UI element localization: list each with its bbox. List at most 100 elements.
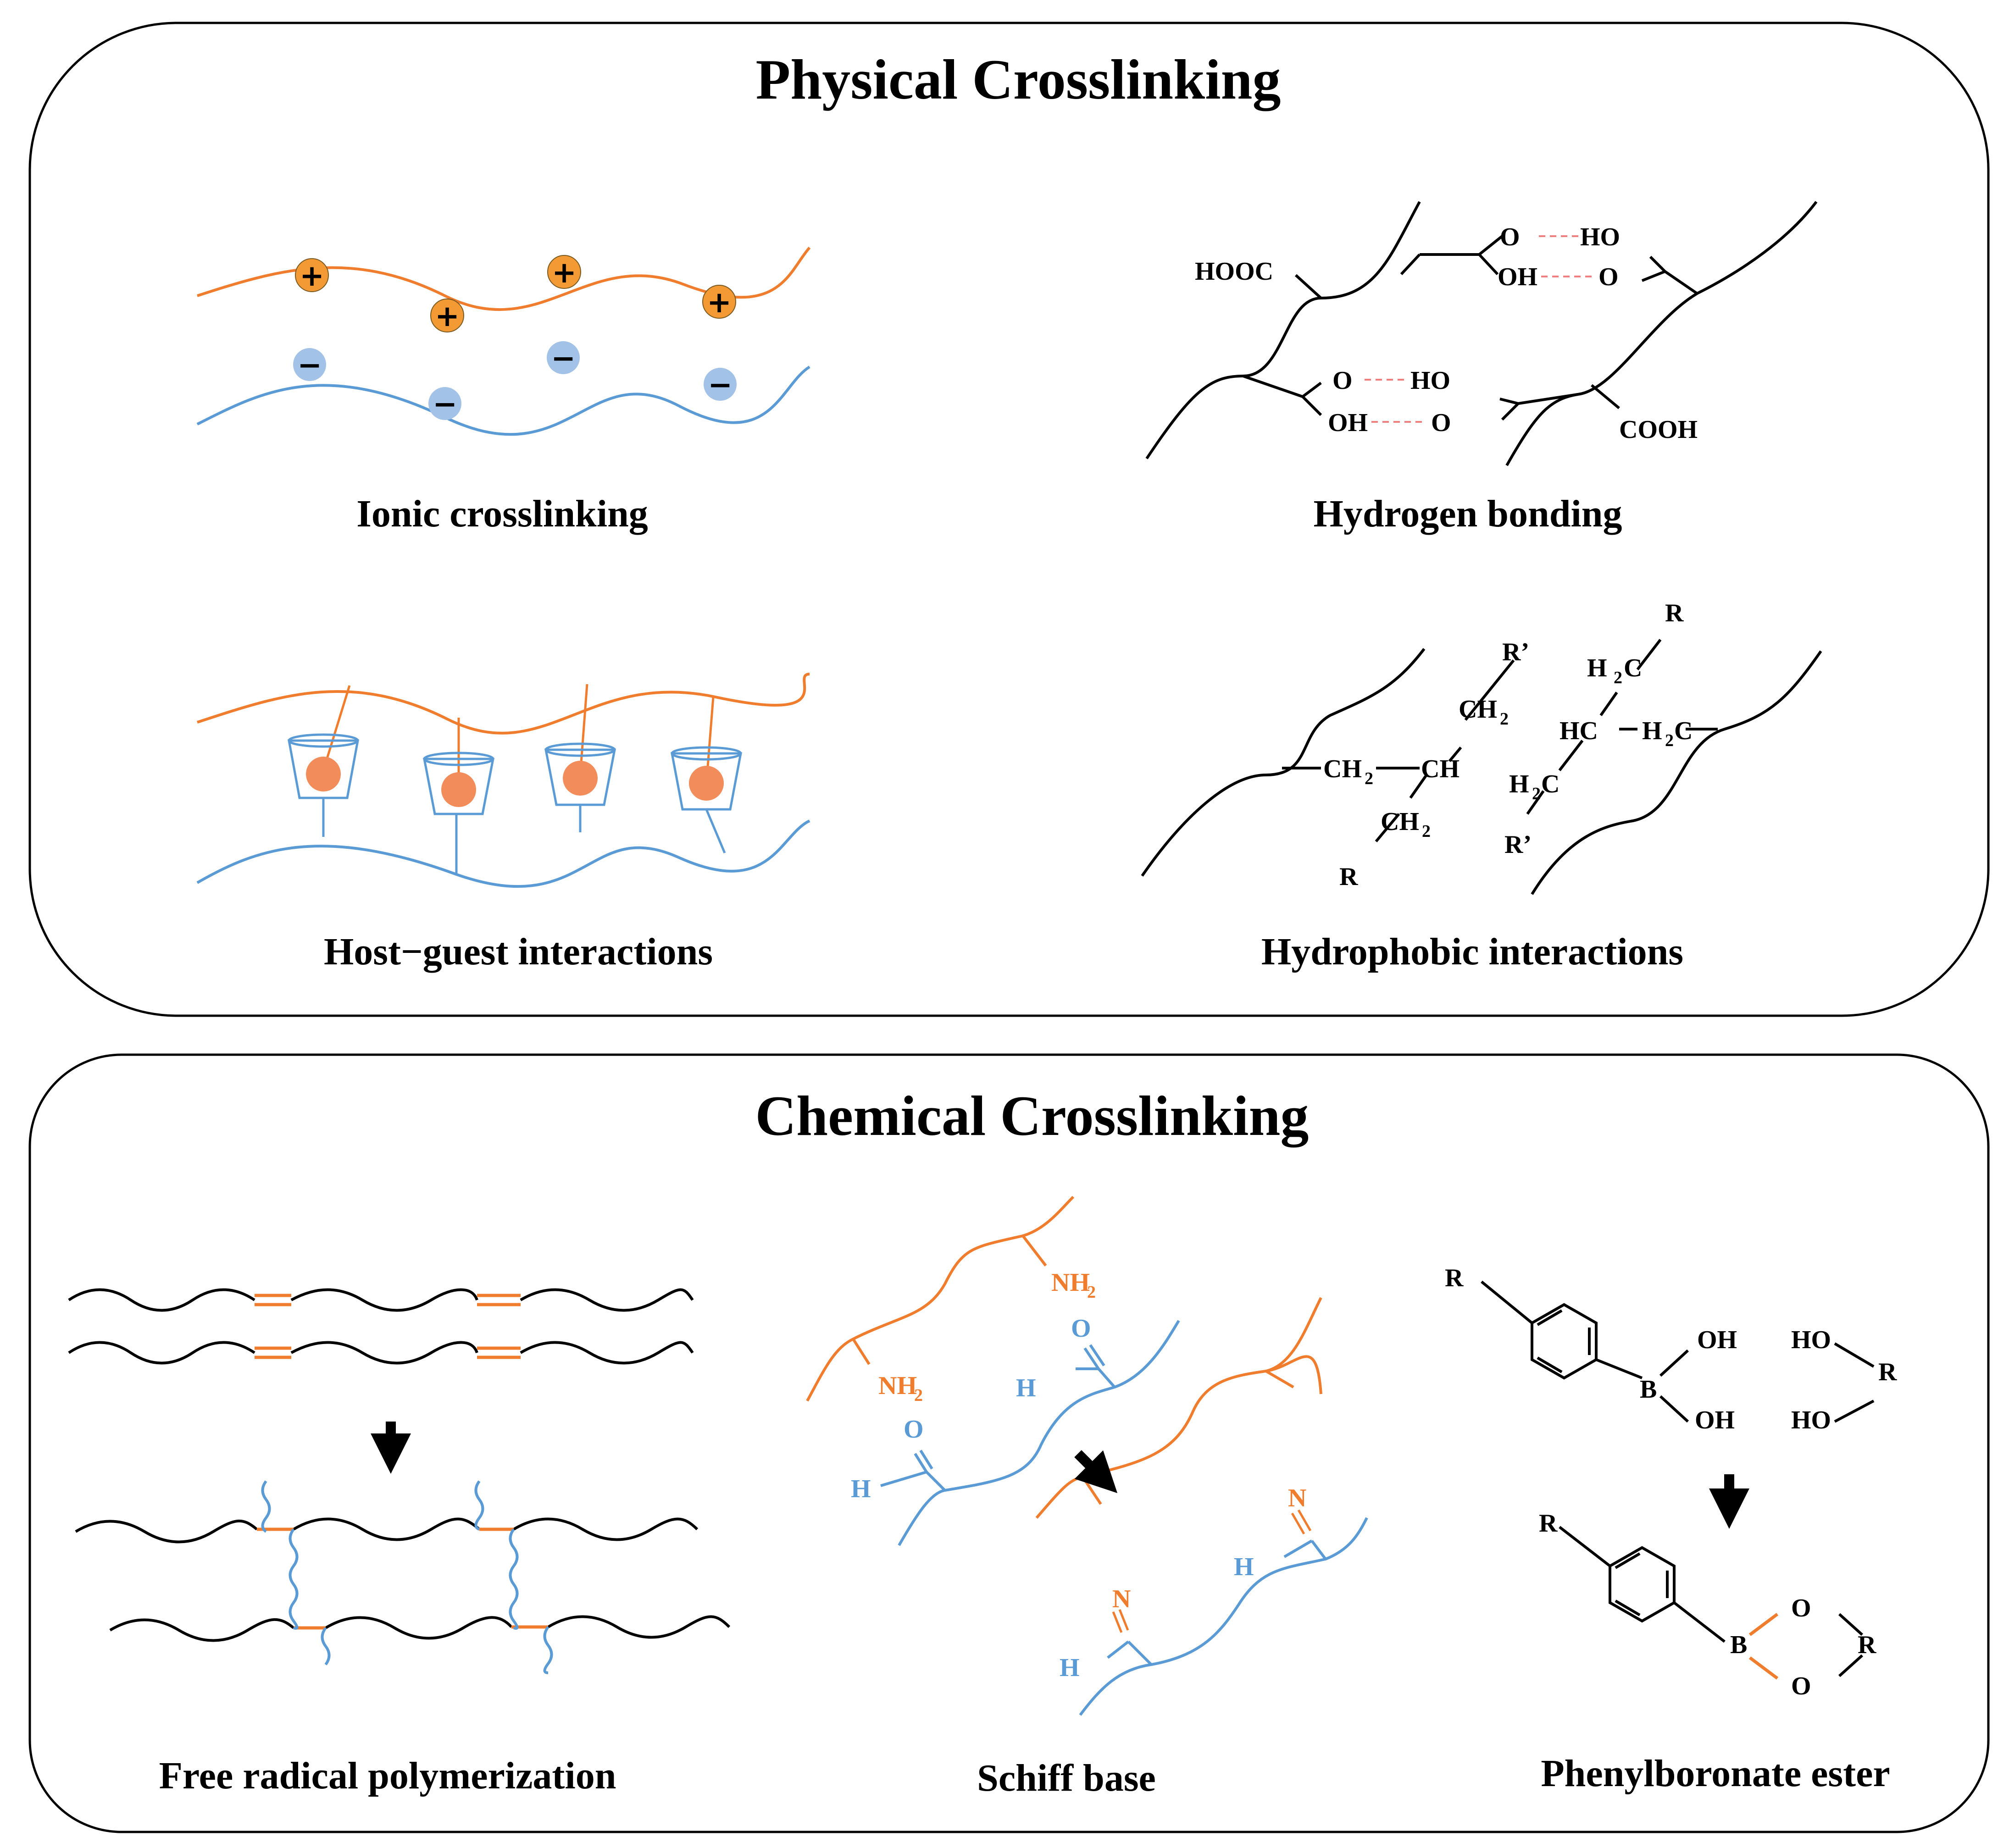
- free-radical-caption: Free radical polymerization: [159, 1754, 616, 1797]
- svg-text:O: O: [1598, 263, 1619, 291]
- svg-text:CH: CH: [1459, 695, 1497, 724]
- svg-text:+: +: [300, 259, 324, 293]
- h-chain-2: [1505, 201, 1818, 466]
- free-radical-diagram: Free radical polymerization: [68, 1288, 731, 1797]
- host-cup: [287, 739, 360, 799]
- svg-text:O: O: [904, 1415, 924, 1444]
- physical-title: Physical Crosslinking: [755, 48, 1281, 111]
- diagonal-arrow: [1074, 1450, 1118, 1494]
- positive-charges: + + + +: [295, 255, 736, 333]
- boronate-labels: R B OH OH HO HO R R B O O R: [1445, 1264, 1897, 1700]
- svg-text:OH: OH: [1328, 409, 1368, 437]
- svg-text:−: −: [551, 342, 576, 376]
- svg-text:+: +: [552, 256, 577, 290]
- svg-text:HO: HO: [1580, 223, 1620, 251]
- svg-text:COOH: COOH: [1619, 415, 1698, 444]
- svg-text:2: 2: [1665, 731, 1674, 750]
- svg-text:CH: CH: [1323, 755, 1362, 783]
- svg-text:O: O: [1071, 1314, 1091, 1343]
- svg-text:2: 2: [1087, 1283, 1096, 1302]
- svg-text:R: R: [1665, 599, 1684, 627]
- svg-text:NH: NH: [878, 1372, 917, 1400]
- svg-text:−: −: [433, 387, 457, 421]
- guest-ball: [563, 761, 598, 796]
- svg-text:+: +: [435, 299, 460, 333]
- svg-text:O: O: [1791, 1594, 1811, 1622]
- svg-text:2: 2: [1614, 668, 1622, 687]
- negative-charges: − − − −: [293, 341, 737, 421]
- svg-text:H: H: [1642, 717, 1662, 745]
- chemical-panel: Chemical Crosslinking: [28, 1053, 1990, 1833]
- svg-text:NH: NH: [1051, 1268, 1090, 1297]
- svg-text:R: R: [1445, 1264, 1464, 1292]
- guest-ball: [306, 757, 341, 791]
- svg-text:HO: HO: [1791, 1406, 1831, 1434]
- svg-text:R: R: [1539, 1509, 1558, 1538]
- svg-text:R: R: [1858, 1631, 1876, 1659]
- svg-text:N: N: [1112, 1585, 1131, 1613]
- guest-ball: [689, 766, 724, 801]
- host-cup: [544, 748, 616, 806]
- svg-text:OH: OH: [1498, 263, 1537, 291]
- svg-text:H: H: [1016, 1374, 1036, 1402]
- svg-text:HO: HO: [1410, 366, 1450, 395]
- svg-text:C: C: [1541, 770, 1559, 798]
- svg-text:2: 2: [1365, 769, 1373, 788]
- hydrophobic-caption: Hydrophobic interactions: [1261, 930, 1683, 973]
- hydrogen-caption: Hydrogen bonding: [1313, 492, 1622, 535]
- svg-text:R: R: [1339, 863, 1358, 891]
- svg-text:H: H: [1587, 654, 1607, 682]
- svg-text:R’: R’: [1504, 830, 1532, 859]
- physical-panel-frame: [28, 22, 1990, 1017]
- svg-text:−: −: [708, 368, 733, 402]
- hydrogen-bonding-labels: HOOC O HO OH O O HO OH O COOH Hydrogen b…: [1195, 223, 1698, 535]
- svg-text:+: +: [707, 286, 732, 320]
- svg-text:N: N: [1288, 1484, 1306, 1512]
- svg-text:H: H: [1509, 770, 1529, 798]
- svg-text:O: O: [1500, 223, 1520, 251]
- schiff-caption: Schiff base: [977, 1757, 1156, 1799]
- svg-text:CH: CH: [1421, 755, 1460, 783]
- svg-text:−: −: [297, 349, 322, 382]
- schiff-labels: NH 2 NH 2 N N: [878, 1268, 1306, 1613]
- svg-text:CH: CH: [1381, 808, 1419, 836]
- svg-text:HOOC: HOOC: [1195, 257, 1273, 286]
- host-cup: [422, 758, 495, 815]
- guest-chain: [197, 673, 810, 735]
- svg-text:O: O: [1332, 366, 1353, 395]
- guest-ball: [441, 772, 476, 807]
- svg-text:2: 2: [1532, 784, 1541, 803]
- svg-text:O: O: [1791, 1672, 1811, 1700]
- anionic-chain: [196, 365, 810, 436]
- svg-text:2: 2: [1422, 822, 1431, 841]
- svg-text:HO: HO: [1791, 1326, 1831, 1354]
- schiff-base-diagram: NH 2 NH 2 N N O H O H H H Schiff base: [806, 1195, 1368, 1799]
- svg-text:B: B: [1730, 1631, 1747, 1659]
- host-guest-diagram: Host−guest interactions: [196, 673, 810, 973]
- svg-text:B: B: [1640, 1375, 1657, 1404]
- ionic-caption: Ionic crosslinking: [356, 492, 648, 535]
- physical-panel: Physical Crosslinking + + + + − −: [28, 22, 1990, 1017]
- svg-text:HC: HC: [1559, 717, 1598, 745]
- h-chain-1: [1145, 201, 1421, 459]
- host-chain: [196, 819, 810, 888]
- chemical-title: Chemical Crosslinking: [755, 1084, 1309, 1148]
- svg-text:OH: OH: [1695, 1406, 1735, 1434]
- svg-text:C: C: [1624, 654, 1642, 682]
- svg-text:2: 2: [1500, 709, 1509, 729]
- host-guest-caption: Host−guest interactions: [324, 930, 713, 973]
- hydrophobic-labels: R’ R H 2 C CH 2 HC H 2 C CH 2 CH H 2 C C…: [1261, 599, 1693, 973]
- svg-text:H: H: [1060, 1654, 1080, 1682]
- chemical-panel-frame: [28, 1053, 1990, 1833]
- svg-text:H: H: [851, 1475, 871, 1503]
- svg-text:R’: R’: [1502, 638, 1529, 666]
- svg-text:OH: OH: [1697, 1326, 1737, 1354]
- hydrophobic-diagram: [1141, 639, 1822, 895]
- svg-text:H: H: [1234, 1553, 1254, 1581]
- phenylboronate-diagram: R B OH OH HO HO R R B O O R Phenylborona…: [1445, 1264, 1897, 1795]
- host-cup: [670, 752, 743, 811]
- svg-text:O: O: [1431, 409, 1451, 437]
- svg-text:C: C: [1674, 717, 1693, 745]
- svg-text:R: R: [1878, 1358, 1897, 1386]
